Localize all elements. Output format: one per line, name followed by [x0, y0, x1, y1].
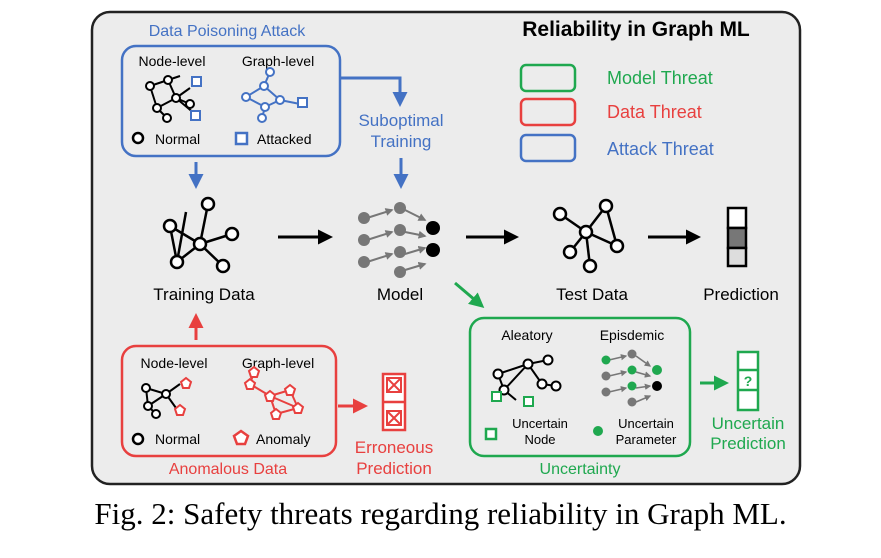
poisoning-node-level-label: Node-level [139, 53, 206, 69]
uncertain-prediction-bar-icon: ? [736, 350, 760, 412]
episdemic-network [601, 349, 662, 407]
svg-text:?: ? [744, 373, 753, 389]
suboptimal-label-2: Training [371, 132, 432, 151]
test-data-graph [552, 198, 625, 274]
model-network-icon [358, 202, 440, 278]
arrow-poison-to-suboptimal [341, 76, 408, 107]
figure-caption: Fig. 2: Safety threats regarding reliabi… [94, 496, 787, 531]
anomaly-node-icon [232, 429, 250, 446]
erroneous-label-1: Erroneous [355, 438, 433, 457]
prediction-label: Prediction [703, 285, 779, 304]
uncertain-prediction-label-1: Uncertain [712, 414, 785, 433]
uncertain-node-icon [484, 427, 498, 441]
prediction-bar-icon [726, 206, 748, 268]
anomalous-box: Node-level Graph-level Normal Anomaly A [120, 344, 338, 478]
training-data-label: Training Data [153, 285, 255, 304]
poisoning-attacked-label: Attacked [257, 131, 311, 147]
legend-label-data: Data Threat [607, 102, 702, 122]
aleatory-graph [492, 354, 562, 401]
anomalous-normal-label: Normal [155, 431, 200, 447]
legend-swatch-data [519, 97, 577, 127]
training-data-graph [162, 196, 240, 274]
uncertain-node-label-1: Uncertain [512, 416, 568, 431]
legend-label-attack: Attack Threat [607, 139, 714, 159]
diagram-title: Reliability in Graph ML [522, 18, 750, 41]
poisoning-graph-level-label: Graph-level [242, 53, 314, 69]
poisoning-box: Data Poisoning Attack Node-level Graph-l… [120, 23, 342, 158]
anomalous-graph-level-label: Graph-level [242, 355, 314, 371]
uncertain-parameter-icon [593, 426, 603, 436]
normal-node-icon-2 [131, 432, 145, 446]
anomalous-graph-graph [243, 365, 305, 420]
episdemic-label: Episdemic [600, 327, 665, 343]
anomalous-anomaly-label: Anomaly [256, 431, 310, 447]
poisoning-normal-label: Normal [155, 131, 200, 147]
uncertainty-box: Aleatory Episdemic Unce [468, 316, 692, 478]
uncertain-param-label-2: Parameter [616, 432, 677, 447]
uncertainty-title: Uncertainty [540, 461, 621, 478]
model-label: Model [377, 285, 423, 304]
legend-label-model: Model Threat [607, 68, 713, 88]
attacked-node-icon [234, 131, 249, 146]
legend-swatch-model [519, 63, 577, 93]
arrow-model-to-uncertainty [454, 281, 485, 308]
legend: Model Threat Data Threat Attack Threat [519, 63, 714, 163]
anomalous-node-graph [141, 383, 181, 419]
erroneous-label-2: Prediction [356, 459, 432, 478]
legend-swatch-attack [519, 133, 577, 163]
erroneous-bar-icon [381, 372, 407, 432]
suboptimal-label-1: Suboptimal [358, 111, 443, 130]
uncertain-prediction-label-2: Prediction [710, 434, 786, 453]
normal-node-icon [131, 131, 145, 145]
uncertain-node-label-2: Node [524, 432, 555, 447]
poisoning-title: Data Poisoning Attack [149, 23, 307, 40]
main-panel [90, 10, 802, 486]
anomalous-title: Anomalous Data [169, 461, 287, 478]
aleatory-label: Aleatory [501, 327, 552, 343]
poisoning-graph-graph [241, 67, 308, 123]
anomalous-node-level-label: Node-level [141, 355, 208, 371]
uncertain-param-label-1: Uncertain [618, 416, 674, 431]
test-data-label: Test Data [556, 285, 628, 304]
